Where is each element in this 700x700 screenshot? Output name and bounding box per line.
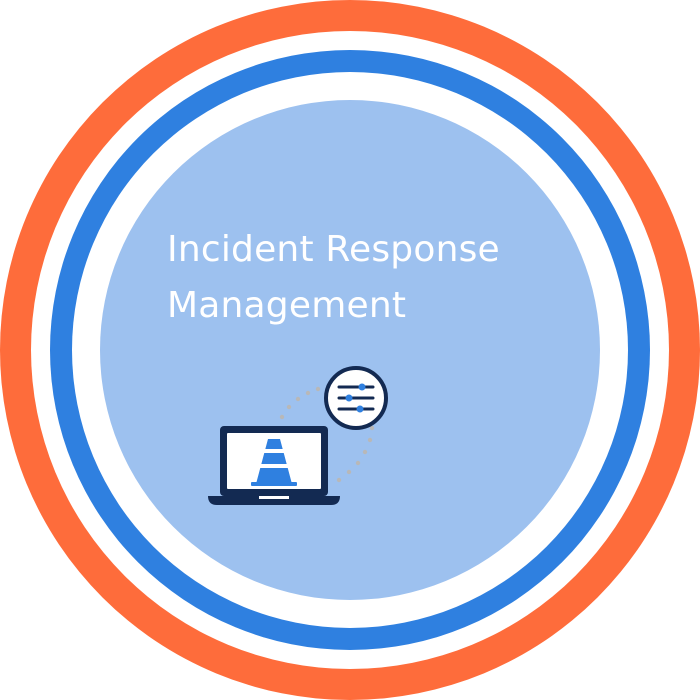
sliders-settings-icon	[324, 366, 388, 430]
badge-title-line-2: Management	[167, 285, 407, 326]
incident-illustration	[208, 366, 388, 505]
badge-title-line-1: Incident Response	[167, 229, 500, 270]
dotted-connector	[279, 386, 375, 483]
badge-title: Incident Response Management	[167, 222, 500, 334]
inner-light-blue-disc	[100, 100, 600, 600]
traffic-cone-icon	[251, 439, 297, 486]
